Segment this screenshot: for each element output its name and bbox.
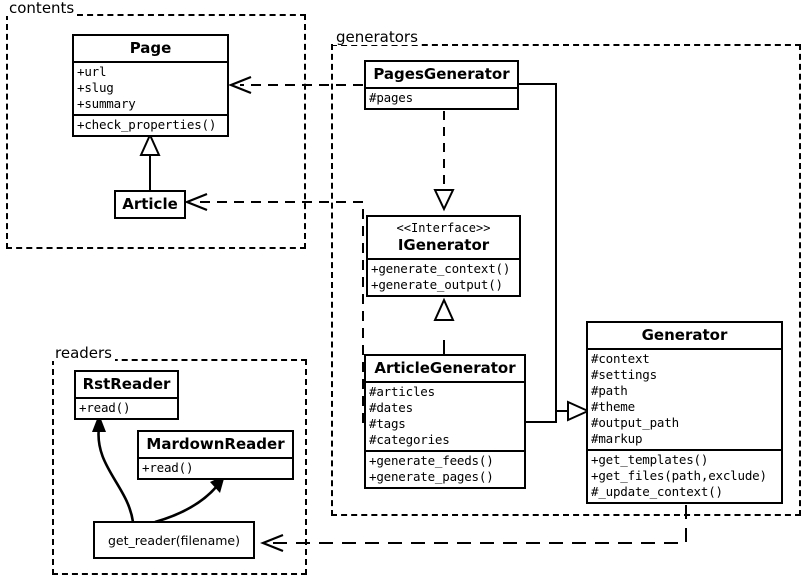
class-box-igenerator[interactable]: <<Interface>> IGenerator +generate_conte…: [366, 215, 521, 297]
methods-compartment-rst-reader: +read(): [76, 399, 177, 418]
method-item: +read(): [142, 460, 194, 475]
methods-compartment-igenerator: +generate_context() +generate_output(): [368, 260, 519, 295]
class-title-article-generator: ArticleGenerator: [374, 359, 516, 377]
attribute-item: #articles: [369, 384, 435, 399]
method-item: +check_properties(): [77, 117, 217, 132]
class-box-mardown-reader[interactable]: MardownReader +read(): [137, 430, 294, 480]
divider: [366, 450, 524, 452]
methods-compartment-generator: +get_templates() +get_files(path,exclude…: [588, 451, 781, 502]
divider: [366, 87, 517, 89]
attributes-compartment-pages-generator: #pages: [366, 89, 517, 108]
attribute-item: #output_path: [591, 415, 679, 430]
class-title-page: Page: [129, 39, 172, 57]
methods-compartment-page: +check_properties(): [74, 116, 227, 135]
attributes-compartment-generator: #context #settings #path #theme #output_…: [588, 350, 781, 449]
function-box-get-reader[interactable]: get_reader(filename): [93, 521, 255, 559]
class-title-article: Article: [122, 195, 178, 213]
method-item: +read(): [79, 400, 131, 415]
attribute-item: #theme: [591, 399, 635, 414]
class-name-label: IGenerator: [397, 236, 490, 254]
attribute-item: #context: [591, 351, 650, 366]
attribute-item: #pages: [369, 90, 413, 105]
methods-compartment-mardown-reader: +read(): [139, 459, 292, 478]
package-frame-contents: [6, 14, 306, 249]
methods-compartment-article-generator: +generate_feeds() +generate_pages(): [366, 452, 524, 487]
attribute-item: #categories: [369, 432, 450, 447]
class-box-rst-reader[interactable]: RstReader +read(): [74, 370, 179, 420]
divider: [366, 381, 524, 383]
method-item: +generate_output(): [371, 277, 503, 292]
class-title-generator: Generator: [641, 326, 728, 344]
divider: [588, 449, 781, 451]
package-frame-readers: [52, 359, 307, 575]
method-item: +generate_context(): [371, 261, 511, 276]
class-title-rst-reader: RstReader: [82, 375, 171, 393]
divider: [368, 258, 519, 260]
stereotype-label: <<Interface>>: [396, 221, 491, 235]
attribute-item: +summary: [77, 96, 136, 111]
attribute-item: #markup: [591, 431, 643, 446]
divider: [76, 397, 177, 399]
class-box-article-generator[interactable]: ArticleGenerator #articles #dates #tags …: [364, 354, 526, 489]
attribute-item: +url: [77, 64, 107, 79]
attribute-item: +slug: [77, 80, 114, 95]
divider: [74, 114, 227, 116]
divider: [588, 348, 781, 350]
attributes-compartment-article-generator: #articles #dates #tags #categories: [366, 383, 524, 450]
method-item: +get_templates(): [591, 452, 709, 467]
method-item: +get_files(path,exclude): [591, 468, 767, 483]
attribute-item: #tags: [369, 416, 406, 431]
class-box-page[interactable]: Page +url +slug +summary +check_properti…: [72, 34, 229, 137]
package-label-generators: generators: [333, 29, 421, 45]
method-item: #_update_context(): [591, 484, 723, 499]
function-label: get_reader(filename): [108, 532, 240, 548]
package-label-contents: contents: [6, 0, 78, 16]
method-item: +generate_feeds(): [369, 453, 494, 468]
divider: [74, 61, 227, 63]
method-item: +generate_pages(): [369, 469, 494, 484]
attribute-item: #path: [591, 383, 628, 398]
class-title-igenerator: <<Interface>> IGenerator: [368, 217, 519, 258]
divider: [139, 457, 292, 459]
package-label-readers: readers: [52, 345, 115, 361]
class-box-article[interactable]: Article: [114, 190, 186, 219]
class-title-pages-generator: PagesGenerator: [373, 65, 510, 83]
class-title-mardown-reader: MardownReader: [146, 435, 285, 453]
attribute-item: #dates: [369, 400, 413, 415]
attributes-compartment-page: +url +slug +summary: [74, 63, 227, 114]
attribute-item: #settings: [591, 367, 657, 382]
class-box-pages-generator[interactable]: PagesGenerator #pages: [364, 60, 519, 110]
class-box-generator[interactable]: Generator #context #settings #path #them…: [586, 321, 783, 504]
